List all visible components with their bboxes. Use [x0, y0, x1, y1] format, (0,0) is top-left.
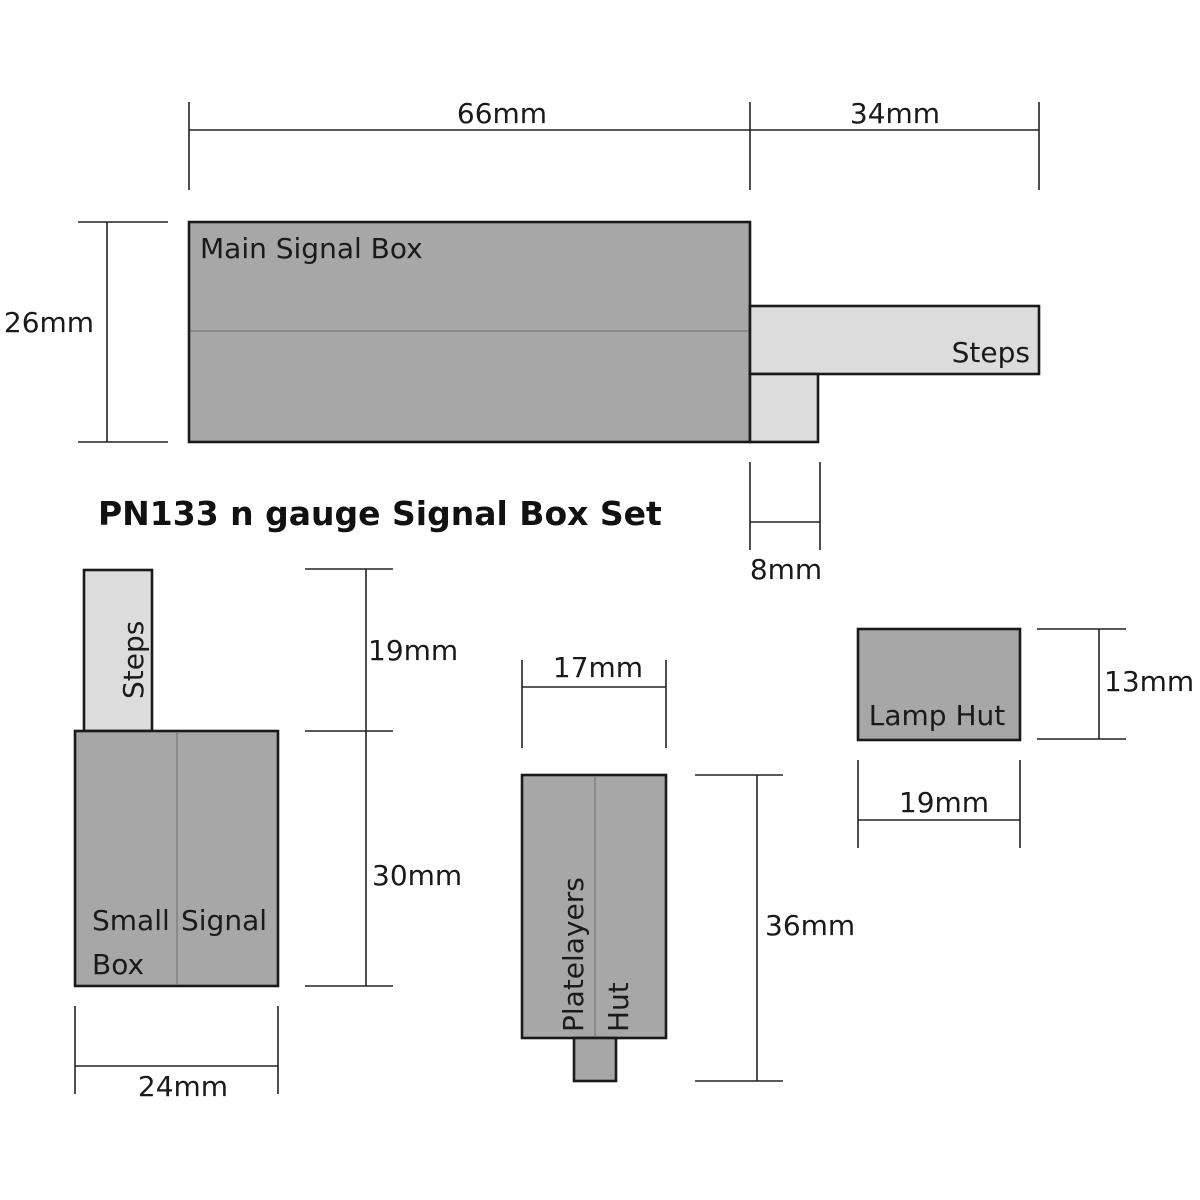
dim-label-small-box-width: 24mm [138, 1070, 228, 1103]
dim-lamp-height: 13mm [1037, 628, 1194, 740]
dim-main-height: 26mm [4, 221, 168, 443]
platelayers-hut: Platelayers Hut [520, 773, 668, 1040]
dim-label-small-steps-height: 19mm [368, 634, 458, 667]
dim-small-box-height: 30mm [305, 731, 462, 987]
small-steps-label: Steps [117, 621, 150, 699]
dim-label-steps-width: 34mm [850, 97, 940, 130]
lamp-hut: Lamp Hut [856, 627, 1022, 742]
dim-hut-height: 36mm [695, 774, 855, 1082]
lamp-hut-label: Lamp Hut [869, 699, 1006, 732]
dim-small-box-width: 24mm [74, 1006, 279, 1103]
dim-label-lamp-width: 19mm [899, 786, 989, 819]
dim-label-main-height: 26mm [4, 306, 94, 339]
small-box-label-small: Small [92, 904, 170, 937]
dim-steps-base-width: 8mm [749, 462, 822, 586]
main-signal-box: Main Signal Box [187, 220, 752, 444]
platelayers-hut-base [572, 1036, 618, 1083]
small-box-label-box: Box [92, 948, 144, 981]
hut-label-platelayers: Platelayers [557, 877, 590, 1032]
dim-label-lamp-height: 13mm [1104, 665, 1194, 698]
hut-label-hut: Hut [602, 982, 635, 1032]
dim-main-width: 66mm [188, 97, 751, 190]
main-steps: Steps [748, 304, 1041, 376]
dim-label-small-box-height: 30mm [372, 859, 462, 892]
small-box-label-signal: Signal [181, 904, 267, 937]
dim-label-hut-width: 17mm [553, 651, 643, 684]
small-steps: Steps [82, 568, 154, 733]
diagram-title: PN133 n gauge Signal Box Set [98, 494, 662, 533]
small-signal-box: Small Signal Box [73, 729, 280, 988]
dim-label-main-width: 66mm [457, 97, 547, 130]
dim-label-hut-height: 36mm [765, 909, 855, 942]
main-steps-base [748, 372, 820, 444]
main-steps-label: Steps [952, 336, 1030, 369]
main-signal-box-label: Main Signal Box [200, 232, 423, 265]
dim-hut-width: 17mm [521, 651, 667, 748]
dim-label-steps-base-width: 8mm [750, 553, 822, 586]
dim-small-steps-height: 19mm [305, 568, 458, 732]
dim-steps-width: 34mm [750, 97, 1040, 190]
dim-lamp-width: 19mm [857, 760, 1021, 848]
